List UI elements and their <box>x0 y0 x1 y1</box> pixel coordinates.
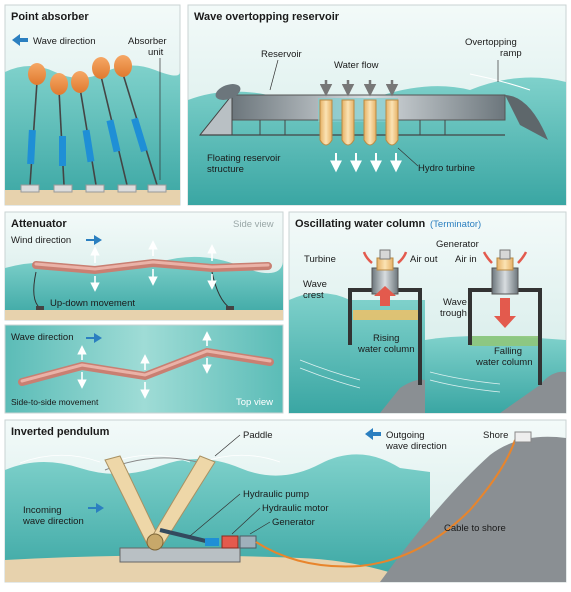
panel-point-absorber: Point absorber Wave direction Absorber u… <box>4 4 181 206</box>
label-water-flow: Water flow <box>334 60 379 71</box>
outflow-arrows <box>330 153 402 173</box>
hydraulic-cylinder <box>205 538 219 546</box>
side-to-side-arrows <box>77 331 212 399</box>
label-generator-pendulum: Generator <box>272 517 315 528</box>
cable-to-shore <box>255 439 516 568</box>
generator-unit <box>239 535 257 549</box>
wave-arrow-icon <box>86 333 102 343</box>
outgoing-arrow-icon <box>365 428 381 440</box>
wave-lines <box>299 359 501 393</box>
label-wave-crest-2: crest <box>303 290 324 301</box>
label-outgoing-1: Outgoing <box>386 430 425 441</box>
label-hydro-turbine: Hydro turbine <box>418 163 475 174</box>
label-paddle: Paddle <box>243 430 273 441</box>
panel-owc: Oscillating water column (Terminator) Tu… <box>288 211 567 414</box>
label-rising-2: water column <box>357 344 415 355</box>
absorber-units <box>20 55 167 193</box>
label-air-out: Air out <box>410 254 438 265</box>
label-hydraulic-pump: Hydraulic pump <box>243 489 309 500</box>
leader-generator <box>249 521 271 535</box>
wind-arrow-icon <box>86 235 102 245</box>
leader-paddle <box>214 434 241 457</box>
panel-title-owc: Oscillating water column <box>295 218 425 230</box>
label-wind-direction: Wind direction <box>11 235 71 246</box>
owc-chamber-left <box>348 288 422 385</box>
label-falling-1: Falling <box>494 346 522 357</box>
label-wave-crest-1: Wave <box>303 279 327 290</box>
label-up-down: Up-down movement <box>50 298 135 309</box>
hydraulic-pump <box>159 528 211 544</box>
attenuator-tube-side <box>32 258 272 275</box>
absorber-unit <box>50 73 73 193</box>
label-overtopping-ramp-1: Overtopping <box>465 37 517 48</box>
panel-title-point-absorber: Point absorber <box>11 11 89 23</box>
shore-station <box>514 431 532 443</box>
label-terminator: (Terminator) <box>430 219 481 230</box>
label-floating-structure-1: Floating reservoir <box>207 153 280 164</box>
wave-direction-arrow-icon <box>12 34 28 46</box>
pendulum-paddles <box>104 455 216 551</box>
panel-attenuator-side: Attenuator Side view Wind direction Up-d… <box>4 211 284 321</box>
label-wave-trough-1: Wave <box>443 297 467 308</box>
pendulum-base <box>119 547 241 563</box>
panel-title-attenuator: Attenuator <box>11 218 67 230</box>
panel-pendulum: Inverted pendulum Paddle Outgoing wave d… <box>4 419 567 583</box>
absorber-unit <box>114 55 167 193</box>
label-shore: Shore <box>483 430 508 441</box>
anchor-left <box>36 306 44 310</box>
rising-arrow-icon <box>374 286 396 306</box>
label-outgoing-2: wave direction <box>385 441 447 452</box>
panel-attenuator-top: Wave direction Side-to-side movement Top… <box>4 324 284 414</box>
label-side-to-side: Side-to-side movement <box>11 397 99 407</box>
up-down-arrows <box>90 240 217 292</box>
label-absorber-unit-1: Absorber <box>128 36 167 47</box>
label-generator: Generator <box>436 239 479 250</box>
label-reservoir: Reservoir <box>261 49 302 60</box>
label-wave-trough-2: trough <box>440 308 467 319</box>
label-wave-direction: Wave direction <box>33 36 95 47</box>
water-flow-arrows <box>319 80 399 97</box>
label-turbine: Turbine <box>304 254 336 265</box>
absorber-unit <box>71 71 105 193</box>
hydraulic-motor <box>221 535 239 549</box>
label-cable: Cable to shore <box>444 523 506 534</box>
owc-turbine-right <box>491 249 519 295</box>
panel-title-pendulum: Inverted pendulum <box>11 426 110 438</box>
label-side-view: Side view <box>233 219 274 230</box>
label-floating-structure-2: structure <box>207 164 244 175</box>
label-incoming-2: wave direction <box>22 516 84 527</box>
leader-motor <box>231 507 261 535</box>
panel-title-overtopping: Wave overtopping reservoir <box>194 11 340 23</box>
incoming-arrow-icon <box>88 503 104 513</box>
attenuator-tube-top <box>18 347 274 386</box>
label-wave-direction-top: Wave direction <box>11 332 73 343</box>
absorber-unit <box>20 63 46 193</box>
air-arrows <box>362 251 528 264</box>
leader-reservoir <box>269 59 279 91</box>
label-overtopping-ramp-2: ramp <box>500 48 522 59</box>
label-absorber-unit-2: unit <box>148 47 164 58</box>
label-top-view: Top view <box>236 397 273 408</box>
falling-arrow-icon <box>494 298 516 328</box>
panel-overtopping: Wave overtopping reservoir Reservoir Wat… <box>187 4 567 206</box>
absorber-unit <box>92 57 137 193</box>
label-air-in: Air in <box>455 254 477 265</box>
label-hydraulic-motor: Hydraulic motor <box>262 503 329 514</box>
anchor-right <box>226 306 234 310</box>
label-incoming-1: Incoming <box>23 505 62 516</box>
leader-turbine <box>397 147 419 167</box>
label-falling-2: water column <box>475 357 533 368</box>
label-rising-1: Rising <box>373 333 399 344</box>
owc-chamber-right <box>468 288 542 385</box>
hydro-turbines <box>319 99 399 146</box>
leader-pump <box>189 493 241 537</box>
wave-line <box>469 73 531 91</box>
